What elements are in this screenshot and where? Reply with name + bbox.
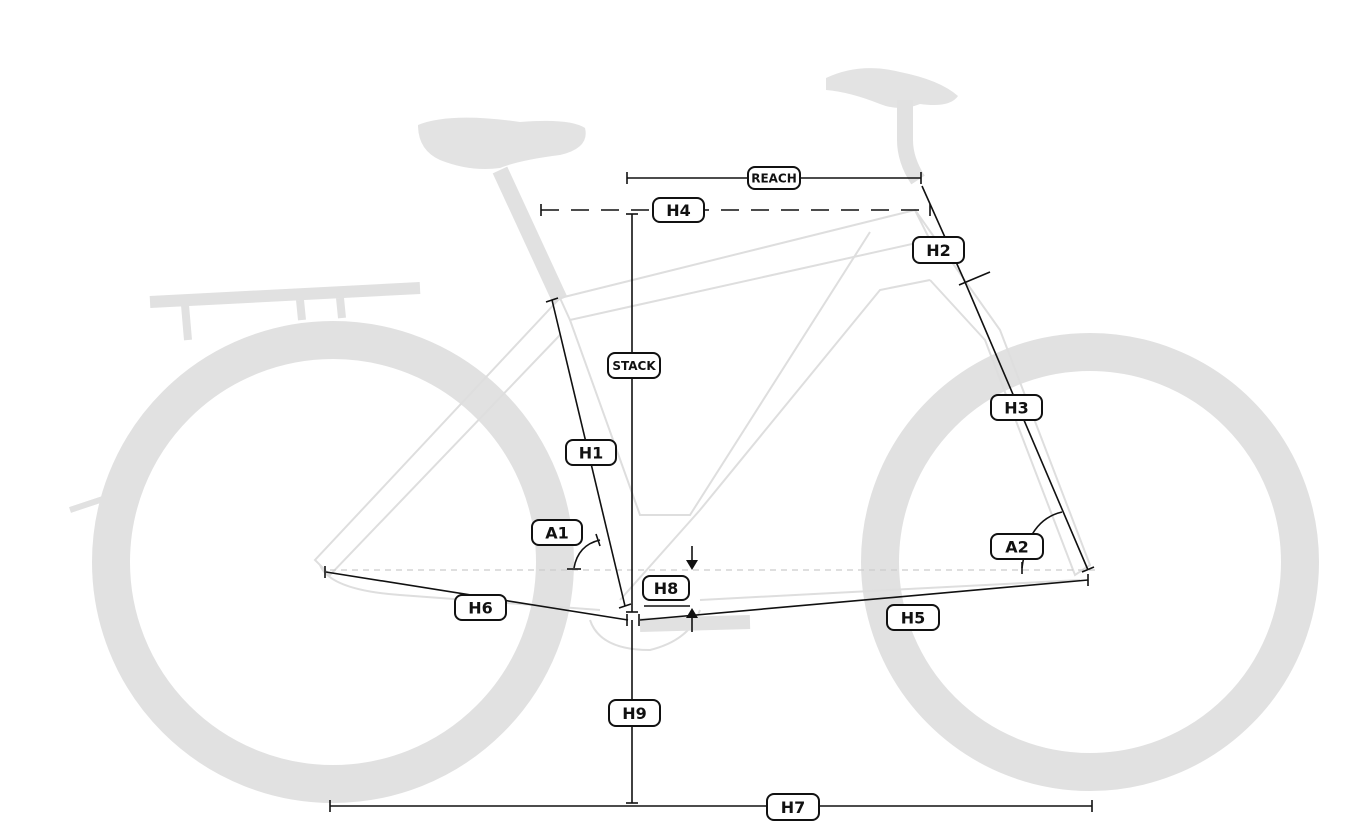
svg-text:H8: H8 (654, 579, 679, 598)
seatpost (492, 166, 568, 304)
svg-text:H6: H6 (468, 599, 493, 618)
label-h6: H6 (454, 594, 507, 621)
label-h3: H3 (990, 394, 1043, 421)
label-a1: A1 (531, 519, 583, 546)
label-h9: H9 (608, 699, 661, 727)
label-h1: H1 (565, 439, 617, 466)
svg-text:A2: A2 (1005, 538, 1029, 557)
label-h5: H5 (886, 604, 940, 631)
svg-text:H2: H2 (926, 241, 951, 260)
label-h2: H2 (912, 236, 965, 264)
front-wheel (861, 333, 1319, 791)
dimension-lines (324, 172, 1095, 812)
svg-text:H4: H4 (666, 201, 691, 220)
svg-text:H3: H3 (1004, 399, 1029, 418)
svg-text:H5: H5 (901, 609, 926, 628)
label-h4: H4 (652, 197, 705, 223)
bike-silhouette (69, 68, 1319, 803)
svg-text:H9: H9 (622, 704, 647, 723)
frame-outline (313, 208, 1092, 652)
crank (639, 615, 751, 632)
label-h7: H7 (766, 793, 820, 821)
svg-text:A1: A1 (545, 524, 569, 543)
label-h8: H8 (642, 575, 690, 601)
label-a2: A2 (990, 533, 1044, 560)
svg-text:STACK: STACK (612, 359, 656, 373)
svg-text:H1: H1 (579, 444, 604, 463)
svg-text:REACH: REACH (751, 172, 797, 186)
handlebar (826, 68, 958, 108)
rear-wheel (92, 321, 574, 803)
saddle (418, 117, 586, 169)
label-stack: STACK (607, 352, 661, 379)
rear-rack (149, 282, 421, 308)
svg-text:H7: H7 (781, 798, 806, 817)
label-reach: REACH (747, 166, 801, 190)
stem (897, 100, 925, 185)
